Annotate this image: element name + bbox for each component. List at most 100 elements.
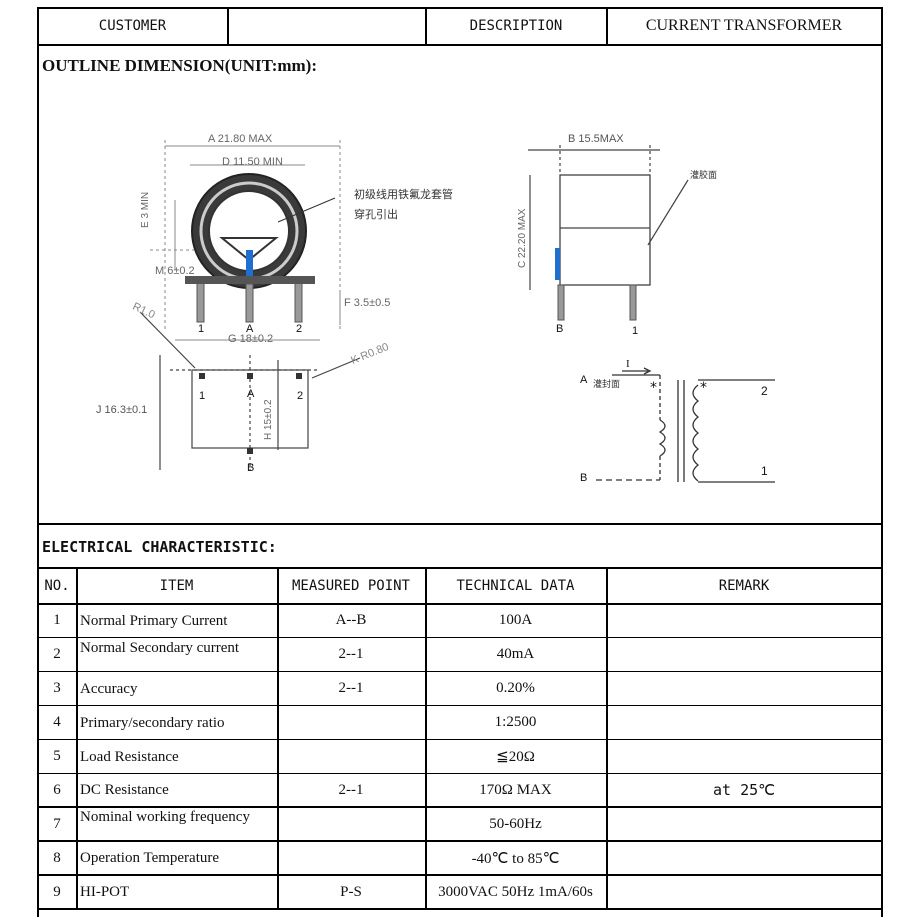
- table-row-line: [38, 670, 882, 673]
- pin-2-bottom: 2: [297, 390, 304, 402]
- table-col-line: [277, 567, 279, 910]
- note-glue: 灌胶面: [690, 171, 718, 181]
- table-cell-data: 40mA: [496, 646, 535, 663]
- note-seal: 灌封面: [593, 380, 621, 390]
- description-value: CURRENT TRANSFORMER: [645, 17, 843, 34]
- table-cell-remark: [606, 807, 882, 841]
- dim-h: H 15±0.2: [263, 399, 274, 440]
- table-row-line: [38, 636, 882, 639]
- table-cell-item: Normal Secondary current: [80, 639, 240, 656]
- table-cell-no: 4: [53, 714, 61, 731]
- dim-b: B 15.5MAX: [568, 133, 624, 145]
- table-cell-point: [277, 807, 425, 841]
- header-col-1: [227, 7, 229, 45]
- table-cell-point: P-S: [340, 883, 362, 900]
- dim-a: A 21.80 MAX: [208, 133, 273, 145]
- dim-f: F 3.5±0.5: [344, 297, 391, 309]
- table-top: [38, 567, 882, 569]
- table-cell-data: 0.20%: [496, 680, 535, 697]
- table-cell-data: 3000VAC 50Hz 1mA/60s: [438, 883, 593, 900]
- sch-1: 1: [761, 464, 768, 478]
- table-cell-point: A--B: [335, 612, 367, 629]
- table-col-line: [425, 567, 427, 910]
- table-cell-item: Normal Primary Current: [80, 612, 228, 629]
- sch-b: B: [580, 472, 588, 484]
- dim-e: E 3 MIN: [140, 191, 151, 228]
- pin-b-side: B: [556, 323, 564, 335]
- table-cell-item: Nominal working frequency: [80, 809, 250, 826]
- table-cell-remark: [606, 604, 882, 638]
- electrical-title: ELECTRICAL CHARACTERISTIC:: [42, 538, 277, 556]
- table-cell-no: 5: [53, 748, 61, 765]
- table-row-line: [38, 772, 882, 774]
- note-primary-2: 穿孔引出: [354, 208, 398, 221]
- table-cell-remark: [606, 672, 882, 706]
- pin-b-bottom: B: [247, 462, 255, 474]
- table-cell-no: 8: [53, 849, 61, 866]
- pin-a-top: A: [246, 323, 254, 335]
- table-cell-item: HI-POT: [80, 884, 130, 901]
- pin-1-top: 1: [198, 323, 205, 335]
- dim-g: G 18±0.2: [228, 333, 274, 345]
- table-col-line: [76, 567, 78, 910]
- table-cell-no: 2: [53, 646, 61, 663]
- pin-1-bottom: 1: [199, 390, 206, 402]
- table-cell-data: -40℃ to 85℃: [471, 850, 560, 867]
- table-row-line: [38, 806, 882, 808]
- table-header-cell: REMARK: [718, 578, 770, 594]
- table-row-line: [38, 908, 882, 910]
- table-row-line: [38, 874, 882, 876]
- table-cell-no: 7: [53, 815, 61, 832]
- table-cell-data: 170Ω MAX: [479, 781, 552, 798]
- table-cell-point: 2--1: [338, 680, 364, 697]
- dim-c: C 22.20 MAX: [517, 208, 528, 268]
- pin-1-side: 1: [632, 325, 639, 337]
- table-header-cell: MEASURED POINT: [291, 578, 410, 594]
- table-cell-data: 50-60Hz: [489, 815, 542, 832]
- table-cell-remark: at 25℃: [713, 781, 775, 800]
- table-cell-no: 1: [53, 612, 61, 629]
- table-header-line: [38, 603, 882, 605]
- table-cell-data: 1:2500: [494, 714, 537, 731]
- table-header-cell: ITEM: [159, 578, 194, 594]
- pin-a-bottom: A: [247, 388, 255, 400]
- table-cell-remark: [606, 706, 882, 740]
- dim-j: J 16.3±0.1: [96, 404, 148, 416]
- table-cell-point: [277, 740, 425, 774]
- sch-i: I: [626, 358, 630, 370]
- table-cell-remark: [606, 875, 882, 909]
- note-primary-1: 初级线用铁氟龙套管: [354, 188, 453, 201]
- header-col-2: [425, 7, 427, 45]
- table-cell-no: 3: [53, 680, 61, 697]
- table-row-line: [38, 738, 882, 741]
- dot-secondary: *: [700, 380, 707, 396]
- header-col-3: [606, 7, 608, 45]
- document-frame: [37, 7, 883, 917]
- electrical-divider: [38, 523, 882, 525]
- table-cell-point: 2--1: [338, 781, 364, 798]
- table-row-line: [38, 840, 882, 842]
- table-header-cell: NO.: [44, 578, 70, 594]
- table-cell-data: 100A: [498, 612, 533, 629]
- table-cell-item: Load Resistance: [80, 748, 179, 765]
- table-header-cell: TECHNICAL DATA: [456, 578, 575, 594]
- table-cell-no: 6: [53, 781, 61, 798]
- primary-sleeve: [246, 250, 253, 286]
- sch-2: 2: [761, 384, 768, 398]
- table-cell-point: [277, 841, 425, 875]
- table-cell-point: 2--1: [338, 646, 364, 663]
- header-divider: [38, 44, 882, 46]
- table-cell-point: [277, 706, 425, 740]
- pin-2-top: 2: [296, 323, 303, 335]
- description-label: DESCRIPTION: [469, 18, 563, 34]
- dim-m: M 6±0.2: [155, 265, 195, 277]
- dim-d: D 11.50 MIN: [222, 156, 283, 168]
- table-cell-no: 9: [53, 883, 61, 900]
- table-cell-remark: [606, 740, 882, 774]
- table-cell-item: Operation Temperature: [80, 850, 220, 867]
- table-cell-item: DC Resistance: [80, 782, 169, 799]
- table-row-line: [38, 704, 882, 707]
- table-cell-remark: [606, 841, 882, 875]
- table-cell-item: Primary/secondary ratio: [80, 714, 225, 731]
